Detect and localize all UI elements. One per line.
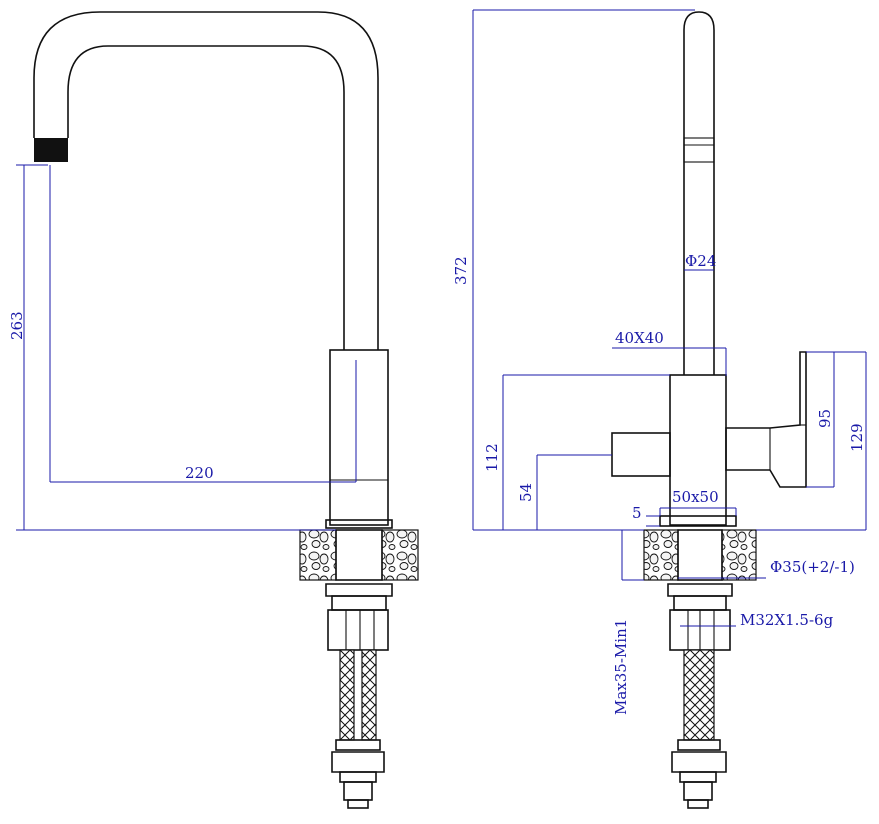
front-spout-outer	[33, 11, 379, 350]
front-aerator	[34, 138, 68, 162]
side-inlet	[611, 432, 671, 477]
dim-spout-reach: 220	[185, 464, 214, 482]
dim-base-section: 50x50	[672, 488, 719, 506]
side-pipe-ring	[683, 137, 715, 163]
dim-handle-height: 95	[816, 409, 834, 428]
side-mounting-nut	[667, 583, 733, 597]
dim-inlet-height: 54	[517, 483, 535, 502]
side-view	[611, 11, 807, 809]
front-deck-left	[299, 529, 337, 581]
front-mounting-nut	[325, 583, 393, 597]
dim-base-height: 112	[483, 443, 501, 472]
side-hose	[683, 649, 715, 741]
side-handle	[725, 351, 807, 488]
dim-total-height: 372	[452, 256, 470, 285]
dim-deck-thickness: Max35-Min1	[612, 619, 630, 715]
side-deck-right	[721, 529, 757, 581]
side-deck-left	[643, 529, 679, 581]
side-dimensions: 372 Φ24 40X40 112 54 95 129 50x50 5	[452, 9, 867, 715]
front-view	[33, 11, 419, 809]
side-pipe	[683, 11, 715, 375]
front-body	[329, 349, 389, 526]
dim-thread: M32X1.5-6g	[740, 611, 834, 629]
front-hose-right	[361, 649, 377, 741]
dim-hole-diameter: Φ35(+2/-1)	[770, 558, 855, 576]
front-dimensions: 263 220	[8, 164, 357, 531]
dim-body-section: 40X40	[615, 329, 664, 347]
front-deck-right	[381, 529, 419, 581]
dim-handle-top: 129	[848, 423, 866, 452]
dim-spout-height: 263	[8, 311, 26, 340]
front-spout-inner	[67, 45, 345, 350]
dim-gasket: 5	[632, 504, 642, 522]
front-hose-left	[339, 649, 355, 741]
dim-pipe-diameter: Φ24	[685, 252, 716, 270]
